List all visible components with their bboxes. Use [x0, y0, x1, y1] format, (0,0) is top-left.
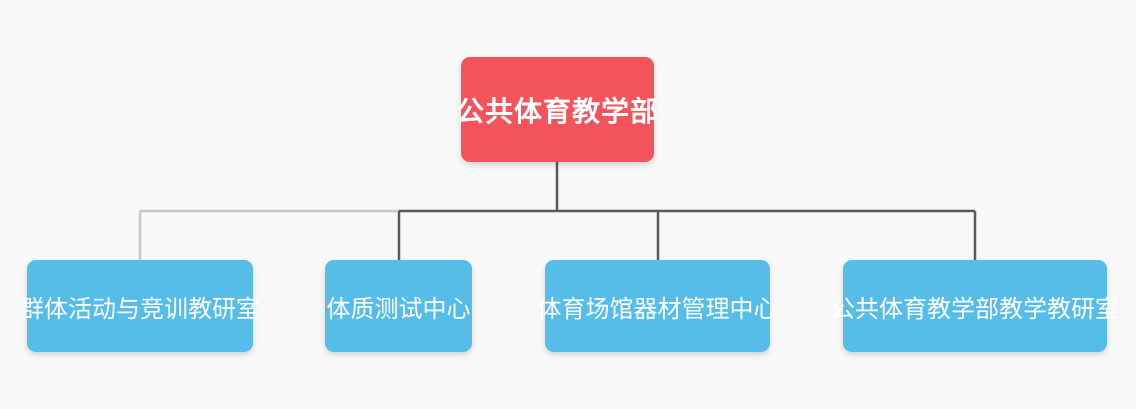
root-node[interactable]: 公共体育教学部 [456, 57, 658, 162]
child-node-group-activity-office[interactable]: 群体活动与竞训教研室 [20, 260, 260, 352]
child-node-label: 体质测试中心 [326, 294, 471, 323]
child-node-teaching-research-office[interactable]: 公共体育教学部教学教研室 [831, 260, 1119, 352]
child-node-fitness-testing-center[interactable]: 体质测试中心 [325, 260, 472, 352]
child-node-label: 公共体育教学部教学教研室 [831, 294, 1119, 323]
child-node-label: 群体活动与竞训教研室 [20, 294, 260, 323]
child-node-venue-equipment-center[interactable]: 体育场馆器材管理中心 [538, 260, 778, 352]
root-node-label: 公共体育教学部 [456, 94, 660, 128]
child-node-label: 体育场馆器材管理中心 [537, 294, 778, 323]
